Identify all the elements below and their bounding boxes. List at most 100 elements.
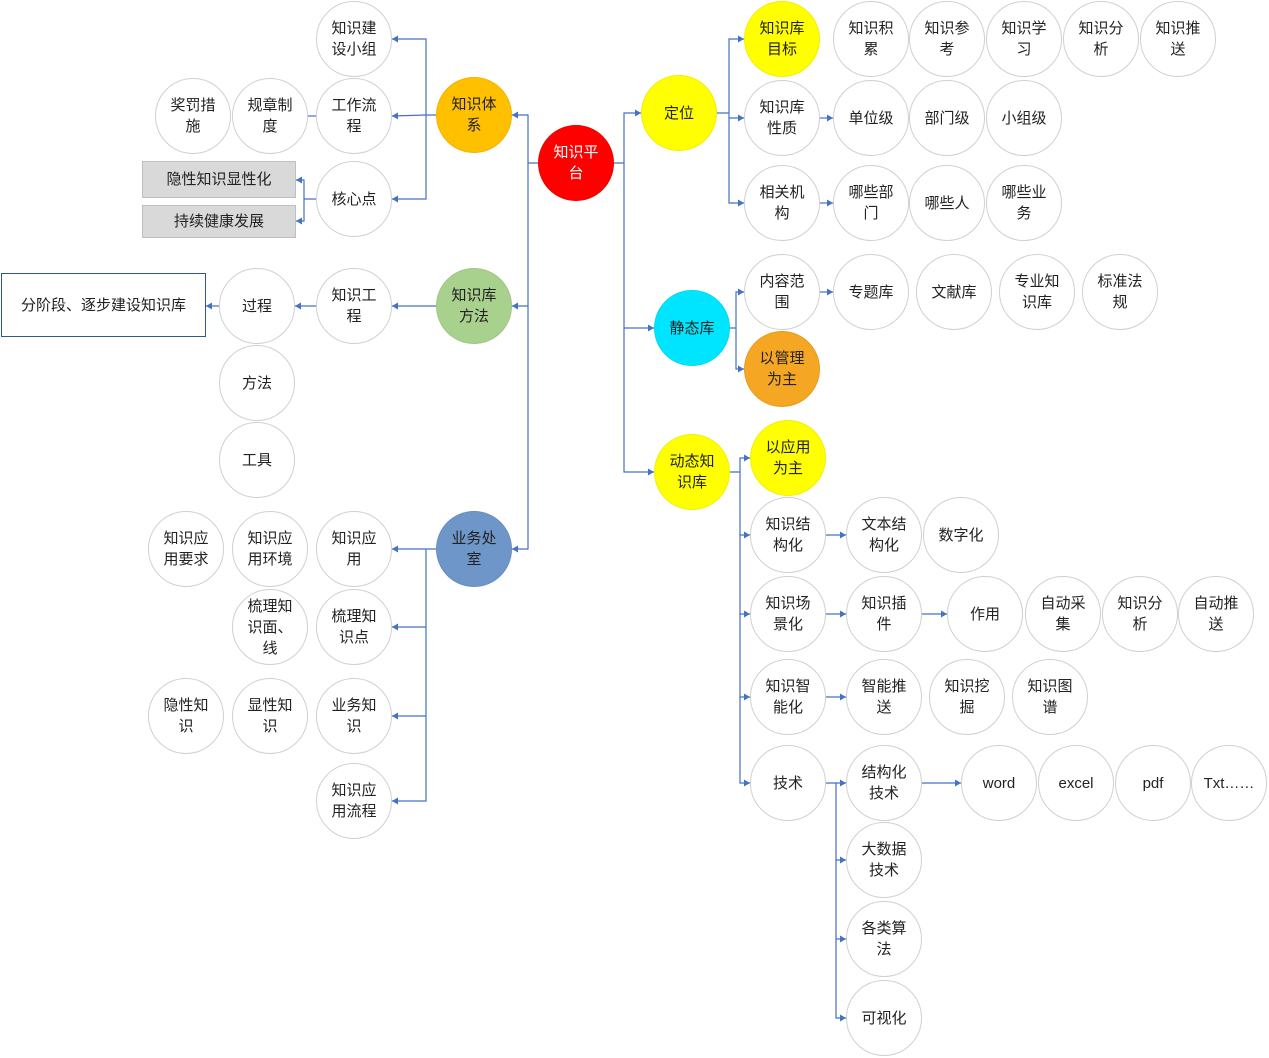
node-zsjgh[interactable]: 知识结 构化: [750, 497, 826, 573]
node-jghjs[interactable]: 结构化 技术: [846, 745, 922, 821]
node-gc[interactable]: 过程: [219, 268, 295, 344]
root-to-zstx: [512, 114, 538, 164]
node-zsznh[interactable]: 知识智 能化: [750, 659, 826, 735]
node-dwj[interactable]: 单位级: [833, 80, 909, 156]
node-wbjgh[interactable]: 文本结 构化: [846, 497, 922, 573]
node-zskmb[interactable]: 知识库 目标: [744, 1, 820, 77]
node-ywcs[interactable]: 业务处 室: [436, 511, 512, 587]
node-zswj[interactable]: 知识挖 掘: [929, 659, 1005, 735]
connector: [392, 115, 427, 200]
node-zsxx[interactable]: 知识学 习: [986, 1, 1062, 77]
node-word[interactable]: word: [961, 745, 1037, 821]
node-ksh[interactable]: 可视化: [846, 980, 922, 1056]
arrow-head: [392, 712, 398, 720]
node-zsjl[interactable]: 知识积 累: [833, 1, 909, 77]
node-slzsd[interactable]: 梳理知 识点: [316, 589, 392, 665]
node-xzj[interactable]: 小组级: [986, 80, 1062, 156]
arrow-head: [512, 545, 518, 553]
node-zsgc[interactable]: 知识工 程: [316, 268, 392, 344]
node-zscjh[interactable]: 知识场 景化: [750, 576, 826, 652]
arrow-head: [744, 531, 750, 539]
node-zdcj[interactable]: 自动采 集: [1025, 576, 1101, 652]
node-zsts1[interactable]: 知识推 送: [1140, 1, 1216, 77]
node-zsyy[interactable]: 知识应 用: [316, 511, 392, 587]
node-szh[interactable]: 数字化: [923, 497, 999, 573]
node-znts[interactable]: 智能推 送: [846, 659, 922, 735]
arrow-head: [840, 1014, 846, 1022]
node-hxd[interactable]: 核心点: [316, 161, 392, 237]
node-gzzd[interactable]: 规章制 度: [232, 78, 308, 154]
arrow-head: [392, 302, 398, 310]
connector: [392, 549, 427, 628]
node-root[interactable]: 知识平 台: [538, 125, 614, 201]
node-zsjsxz[interactable]: 知识建 设小组: [316, 1, 392, 77]
node-dtzsk[interactable]: 动态知 识库: [654, 434, 730, 510]
node-yinxzs[interactable]: 隐性知 识: [148, 678, 224, 754]
connector: [392, 716, 427, 802]
arrow-head: [827, 114, 833, 122]
node-bzfg[interactable]: 标准法 规: [1082, 254, 1158, 330]
node-js[interactable]: 技术: [750, 745, 826, 821]
arrow-head: [827, 199, 833, 207]
node-zdts[interactable]: 自动推 送: [1178, 576, 1254, 652]
node-cxjk[interactable]: 持续健康发展: [142, 205, 296, 238]
node-jfcs[interactable]: 奖罚措 施: [155, 78, 231, 154]
node-yxzs[interactable]: 隐性知识显性化: [142, 161, 296, 198]
node-dsjjs[interactable]: 大数据 技术: [846, 822, 922, 898]
node-zscj[interactable]: 知识插 件: [846, 576, 922, 652]
root-to-ywcs: [512, 306, 529, 550]
node-excel[interactable]: excel: [1038, 745, 1114, 821]
node-xxzs[interactable]: 显性知 识: [232, 678, 308, 754]
arrow-head: [392, 112, 399, 120]
node-zstp[interactable]: 知识图 谱: [1012, 659, 1088, 735]
node-zsfx1[interactable]: 知识分 析: [1063, 1, 1139, 77]
node-dw[interactable]: 定位: [641, 75, 717, 151]
node-yglwz[interactable]: 以管理 为主: [744, 331, 820, 407]
arrow-head: [738, 35, 744, 43]
node-bmj[interactable]: 部门级: [909, 80, 985, 156]
arrow-head: [392, 797, 398, 805]
node-zsyyyq[interactable]: 知识应 用要求: [148, 511, 224, 587]
node-xgjg[interactable]: 相关机 构: [744, 165, 820, 241]
node-zyzsk[interactable]: 专业知 识库: [999, 254, 1075, 330]
node-nxr[interactable]: 哪些人: [909, 165, 985, 241]
arrow-head: [840, 610, 846, 618]
node-slzsmx[interactable]: 梳理知 识面、 线: [232, 589, 308, 665]
node-gj[interactable]: 工具: [219, 422, 295, 498]
node-zskxz[interactable]: 知识库 性质: [744, 80, 820, 156]
node-zsyylc[interactable]: 知识应 用流程: [316, 763, 392, 839]
root-to-dw: [614, 112, 641, 164]
node-zsyyhj[interactable]: 知识应 用环境: [232, 511, 308, 587]
connector: [392, 38, 436, 116]
arrow-head: [744, 454, 750, 462]
arrow-head: [512, 302, 518, 310]
node-txt[interactable]: Txt……: [1191, 745, 1267, 821]
node-zy[interactable]: 作用: [947, 576, 1023, 652]
connector: [728, 118, 744, 204]
node-nrfw[interactable]: 内容范 围: [744, 254, 820, 330]
node-fjd[interactable]: 分阶段、逐步建设知识库: [1, 273, 206, 337]
node-ywzs[interactable]: 业务知 识: [316, 678, 392, 754]
arrow-head: [392, 195, 398, 203]
node-zsck[interactable]: 知识参 考: [909, 1, 985, 77]
node-pdf[interactable]: pdf: [1115, 745, 1191, 821]
arrow-head: [206, 302, 212, 310]
node-zstx[interactable]: 知识体 系: [436, 77, 512, 153]
node-jtk[interactable]: 静态库: [654, 290, 730, 366]
arrow-head: [392, 35, 398, 43]
node-ff[interactable]: 方法: [219, 345, 295, 421]
node-glsf[interactable]: 各类算 法: [846, 901, 922, 977]
node-zskff[interactable]: 知识库 方法: [436, 268, 512, 344]
node-yyywz[interactable]: 以应用 为主: [750, 420, 826, 496]
node-ztk[interactable]: 专题库: [833, 254, 909, 330]
node-zsfx2[interactable]: 知识分 析: [1102, 576, 1178, 652]
node-nxbm[interactable]: 哪些部 门: [833, 165, 909, 241]
root-to-dtzsk: [623, 328, 654, 473]
connector: [835, 860, 846, 940]
arrow-head: [840, 779, 846, 787]
arrow-head: [512, 111, 518, 119]
arrow-head: [392, 623, 398, 631]
node-nxyw[interactable]: 哪些业 务: [986, 165, 1062, 241]
node-wxk[interactable]: 文献库: [916, 254, 992, 330]
node-gzlc[interactable]: 工作流 程: [316, 78, 392, 154]
